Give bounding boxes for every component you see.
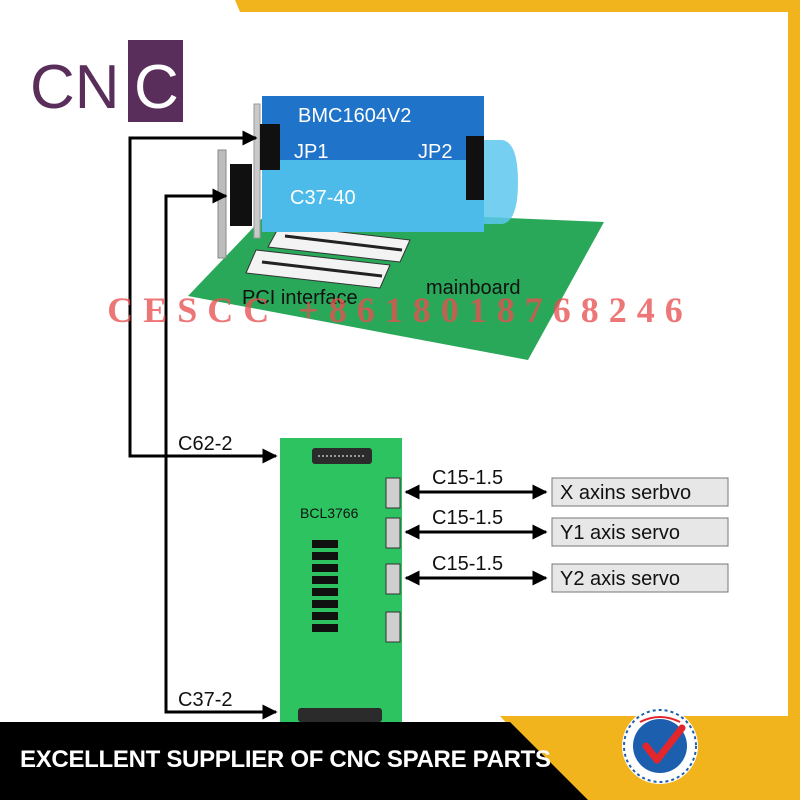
gold-frame-right bbox=[788, 0, 800, 720]
quality-badge bbox=[622, 708, 698, 784]
c37-bracket bbox=[217, 149, 227, 259]
logo-text-c: C bbox=[134, 53, 179, 122]
side-connector-1 bbox=[385, 477, 401, 509]
mainboard-label: mainboard bbox=[426, 277, 521, 299]
check-icon bbox=[642, 724, 686, 764]
servo-cable-label-y1: C15-1.5 bbox=[432, 507, 503, 529]
side-connector-4 bbox=[385, 611, 401, 643]
jp1-label: JP1 bbox=[294, 141, 328, 163]
card-bracket bbox=[253, 103, 261, 239]
jp2-connector bbox=[466, 136, 484, 200]
card-title: BMC1604V2 bbox=[298, 105, 411, 127]
wire-jp1-to-c62 bbox=[128, 130, 278, 464]
jp2-cable-loop bbox=[484, 140, 518, 224]
connector-label: C37-40 bbox=[290, 187, 356, 209]
footer-tagline: EXCELLENT SUPPLIER OF CNC SPARE PARTS bbox=[20, 746, 551, 773]
jp1-connector bbox=[260, 124, 280, 170]
servo-box-y1 bbox=[551, 517, 729, 547]
cnc-logo: CN C bbox=[30, 40, 183, 122]
bcl-terminal-block bbox=[312, 540, 338, 632]
c37-connector bbox=[230, 164, 252, 226]
servo-target-y1: Y1 axis servo bbox=[560, 522, 680, 544]
footer-black-band bbox=[0, 722, 588, 800]
gold-frame-top bbox=[235, 0, 800, 12]
servo-box-x bbox=[551, 477, 729, 507]
side-connector-3 bbox=[385, 563, 401, 595]
bcl-title: BCL3766 bbox=[300, 505, 359, 521]
c62-cable-label: C62-2 bbox=[178, 433, 232, 455]
servo-cable-label-x: C15-1.5 bbox=[432, 467, 503, 489]
card-body-light bbox=[262, 160, 484, 232]
c37-2-cable-label: C37-2 bbox=[178, 689, 232, 711]
card-body-dark bbox=[262, 96, 484, 160]
logo-text-cn: CN bbox=[30, 53, 120, 122]
bcl-bottom-connector bbox=[298, 708, 382, 722]
servo-box-y2 bbox=[551, 563, 729, 593]
servo-cable-label-y2: C15-1.5 bbox=[432, 553, 503, 575]
watermark: CESCC +8618018768246 bbox=[107, 290, 693, 330]
wire-c37-to-c37-2 bbox=[164, 188, 278, 720]
servo-target-x: X axins serbvo bbox=[560, 482, 691, 504]
jp2-label: JP2 bbox=[418, 141, 452, 163]
servo-target-y2: Y2 axis servo bbox=[560, 568, 680, 590]
bcl-board bbox=[280, 438, 402, 738]
side-connector-2 bbox=[385, 517, 401, 549]
